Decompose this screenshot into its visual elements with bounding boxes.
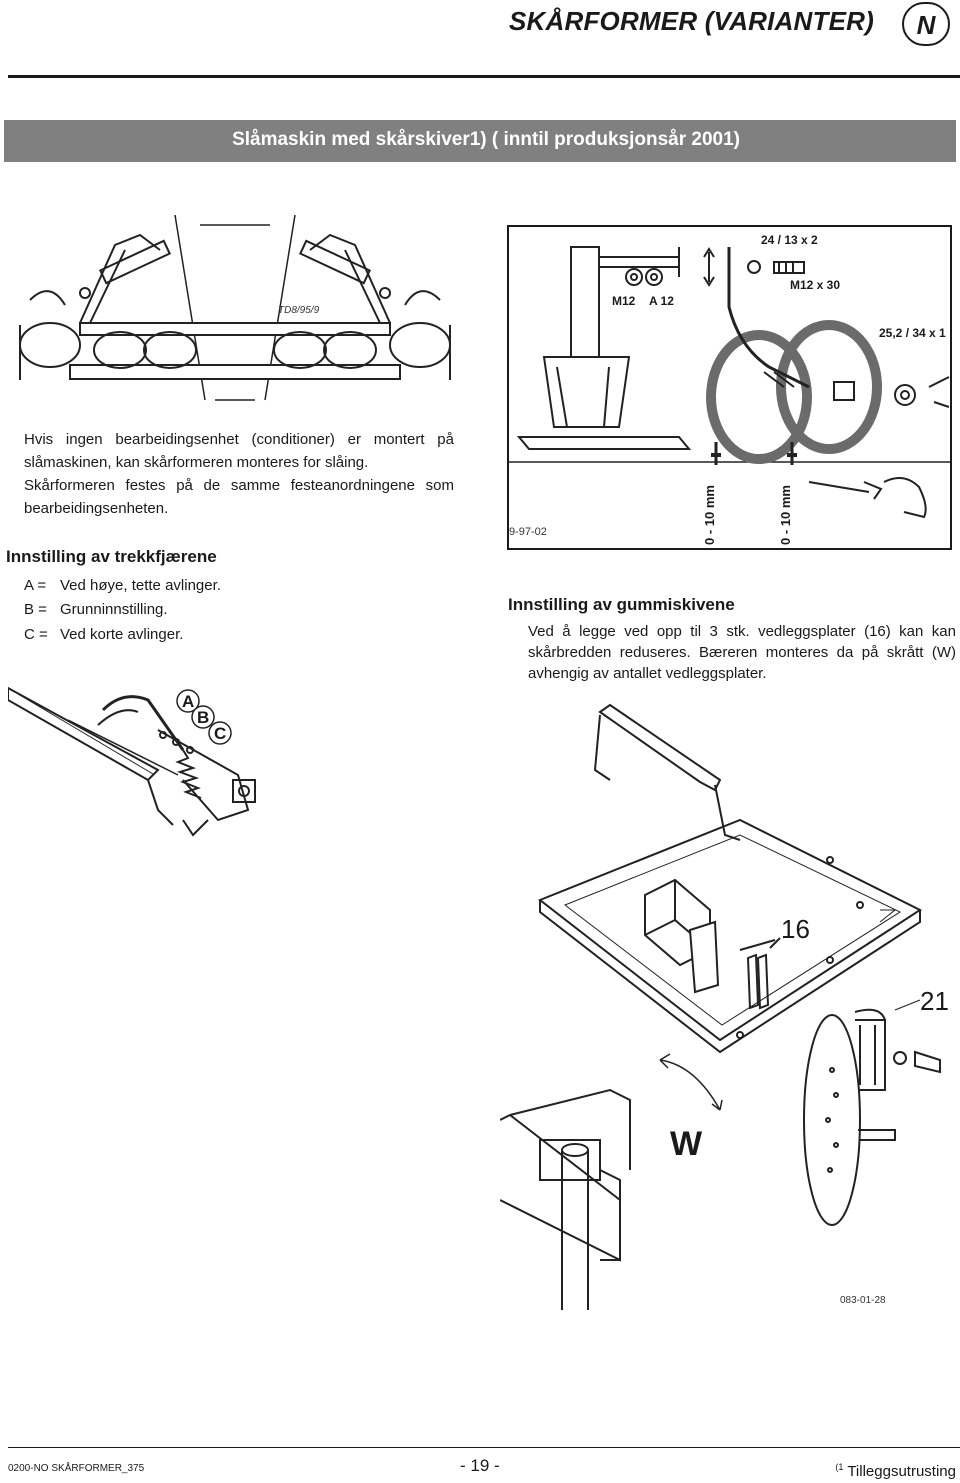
disc-mount-figure-frame — [507, 225, 952, 550]
spring-figure: A B C — [8, 686, 256, 837]
disc-figure-code: 9-97-02 — [509, 526, 547, 538]
pin-size-label: 25,2 / 34 x 1 — [879, 326, 946, 340]
gap-label-2: 0 - 10 mm — [778, 485, 793, 545]
footnote-text: Tilleggsutrusting — [847, 1463, 956, 1480]
list-item: B = Grunninnstilling. — [24, 601, 168, 618]
footnote-mark: (1 — [835, 1462, 844, 1472]
list-item-text: Ved høye, tette avlinger. — [60, 577, 221, 594]
gummiskiver-paragraph: Ved å legge ved opp til 3 stk. vedleggsp… — [528, 623, 956, 682]
spring-label-b: B — [197, 708, 209, 727]
list-item-key: A = — [24, 577, 47, 594]
shim-plate-label: 16 — [781, 914, 810, 944]
shim-plate-figure: 16 21 W 083-01-28 — [500, 703, 949, 1310]
spring-label-a: A — [182, 692, 194, 711]
header-rule — [8, 75, 960, 78]
section-banner: Slåmaskin med skårskiver1) ( inntil prod… — [4, 120, 956, 162]
footer-rule — [8, 1447, 960, 1448]
washer-label: A 12 — [649, 294, 674, 308]
page-number: - 19 - — [460, 1456, 500, 1475]
disc-label: 21 — [920, 986, 949, 1016]
language-badge: N — [902, 2, 950, 46]
section-banner-title: Slåmaskin med skårskiver1) ( inntil prod… — [232, 129, 740, 150]
list-item-text: Ved korte avlinger. — [60, 626, 184, 643]
document-reference: 0200-NO SKÅRFORMER_375 — [8, 1463, 145, 1474]
list-item-key: C = — [24, 626, 48, 643]
list-item: A = Ved høye, tette avlinger. — [24, 577, 221, 594]
disc-mount-figure: 24 / 13 x 2 M12 x 30 M12 A 12 25,2 / 34 … — [509, 233, 950, 545]
screw-size-label: M12 x 30 — [790, 278, 840, 292]
list-item-text: Grunninnstilling. — [60, 601, 168, 618]
list-item-key: B = — [24, 601, 47, 618]
trekkfjaer-heading: Innstilling av trekkfjærene — [6, 547, 217, 566]
bolt-size-label: 24 / 13 x 2 — [761, 233, 818, 247]
list-item: C = Ved korte avlinger. — [24, 626, 183, 643]
footnote: (1 Tilleggsutrusting — [835, 1462, 956, 1480]
gummiskiver-heading: Innstilling av gummiskivene — [508, 595, 735, 614]
intro-paragraph-1: Hvis ingen bearbeidingsenhet (conditione… — [24, 431, 454, 471]
nut-label: M12 — [612, 294, 636, 308]
shim-figure-code: 083-01-28 — [840, 1295, 886, 1306]
page-title: SKÅRFORMER (VARIANTER) — [508, 6, 874, 36]
gap-label-1: 0 - 10 mm — [702, 485, 717, 545]
mower-overview-figure: TD8/95/9 — [19, 214, 451, 401]
intro-paragraph-2: Skårformeren festes på de samme festeano… — [24, 477, 454, 517]
overview-figure-code: TD8/95/9 — [278, 305, 320, 316]
angle-label: W — [670, 1125, 703, 1163]
spring-label-c: C — [214, 724, 226, 743]
